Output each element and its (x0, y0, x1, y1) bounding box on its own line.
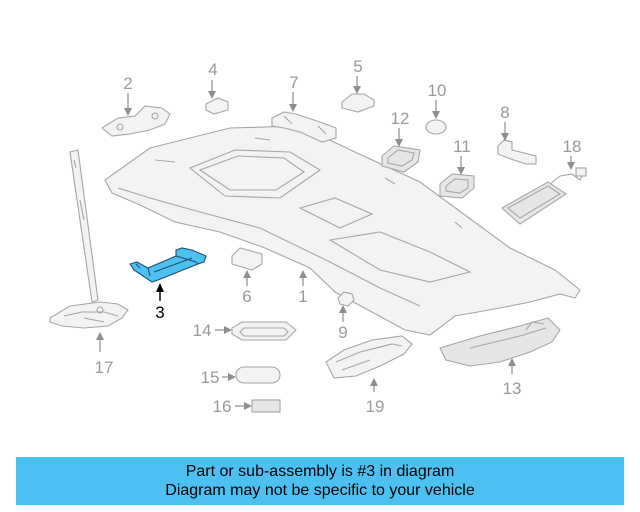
callout-19: 19 (366, 397, 385, 416)
callout-2: 2 (123, 74, 132, 93)
grab-handle-part-7 (271, 111, 337, 143)
dome-lamp-part-5 (341, 93, 375, 113)
support-part-17 (49, 149, 129, 329)
lens-part-15 (235, 366, 281, 384)
trim-part-13 (439, 317, 561, 367)
callout-5: 5 (353, 57, 362, 76)
lamp-part-12 (381, 145, 421, 173)
clip-part-9 (337, 291, 355, 307)
console-part-19 (325, 335, 413, 379)
cap-part-10 (425, 119, 447, 135)
callout-18: 18 (563, 137, 582, 156)
callout-15: 15 (201, 368, 220, 387)
info-banner: Part or sub-assembly is #3 in diagram Di… (16, 457, 624, 505)
callout-7: 7 (289, 73, 298, 92)
console-part-18 (501, 167, 587, 225)
callout-8: 8 (500, 103, 509, 122)
lamp-part-11 (439, 173, 475, 199)
callout-17: 17 (95, 358, 114, 377)
clip-part-4 (205, 97, 229, 115)
callout-4: 4 (208, 60, 217, 79)
pad-part-16 (251, 399, 281, 413)
callout-13: 13 (503, 379, 522, 398)
callout-16: 16 (213, 397, 232, 416)
callout-10: 10 (428, 81, 447, 100)
callout-numbers: 2 4 7 5 10 12 11 8 18 6 1 3 9 17 14 15 1… (95, 57, 582, 416)
leader-lines (96, 76, 575, 410)
banner-line-part-number: Part or sub-assembly is #3 in diagram (185, 463, 455, 480)
callout-6: 6 (242, 287, 251, 306)
callout-11: 11 (453, 137, 471, 156)
banner-line-disclaimer: Diagram may not be specific to your vehi… (165, 482, 475, 499)
callout-9: 9 (338, 323, 347, 342)
bracket-part-2 (101, 105, 171, 137)
callout-14: 14 (193, 321, 212, 340)
lamp-part-14 (231, 321, 297, 341)
headliner-part (104, 125, 581, 336)
callout-1: 1 (298, 287, 307, 306)
callout-12: 12 (391, 109, 410, 128)
highlighted-part-3 (129, 247, 207, 283)
pad-part-6 (231, 247, 263, 271)
handle-part-8 (497, 139, 537, 165)
callout-3-highlighted: 3 (155, 303, 164, 322)
